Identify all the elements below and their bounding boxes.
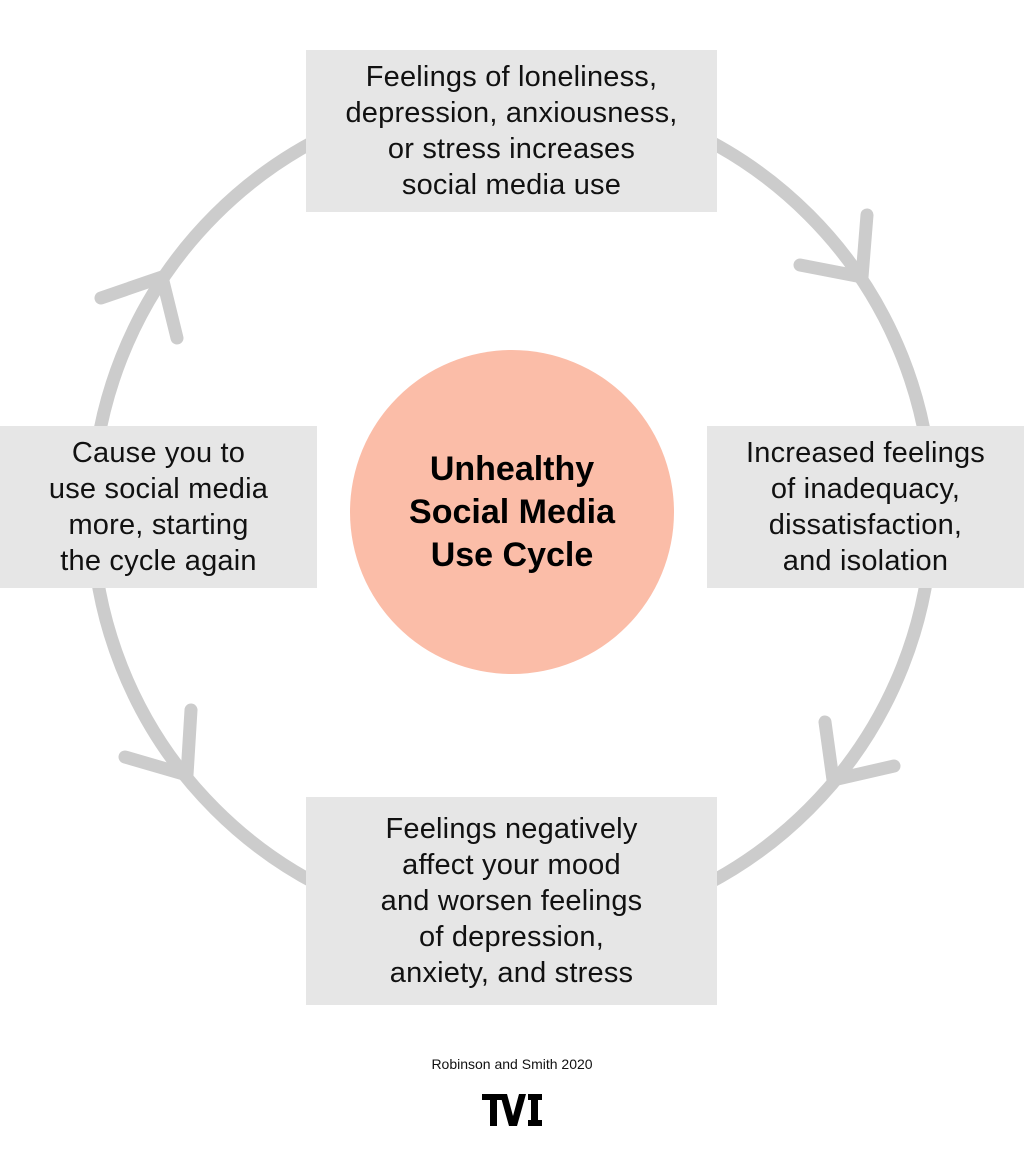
arrowhead-top-left — [94, 270, 184, 345]
step-box-2: Increased feelings of inadequacy, dissat… — [707, 426, 1024, 588]
center-title: Unhealthy Social Media Use Cycle — [409, 449, 615, 574]
source-caption: Robinson and Smith 2020 — [431, 1056, 593, 1072]
arrowhead-bottom-right — [818, 715, 901, 787]
arrowhead-bottom-left — [118, 703, 198, 782]
brand-logo — [482, 1094, 542, 1126]
step-text-3: Feelings negatively affect your mood and… — [380, 813, 643, 989]
step-text-4: Cause you to use social media more, star… — [48, 437, 269, 577]
step-text-2: Increased feelings of inadequacy, dissat… — [746, 437, 985, 577]
arrowhead-top-right — [793, 208, 874, 284]
step-box-3: Feelings negatively affect your mood and… — [306, 797, 717, 1005]
step-box-1: Feelings of loneliness, depression, anxi… — [306, 50, 717, 212]
center-circle: Unhealthy Social Media Use Cycle — [350, 350, 674, 674]
step-text-1: Feelings of loneliness, depression, anxi… — [345, 61, 678, 201]
step-box-4: Cause you to use social media more, star… — [0, 426, 317, 588]
